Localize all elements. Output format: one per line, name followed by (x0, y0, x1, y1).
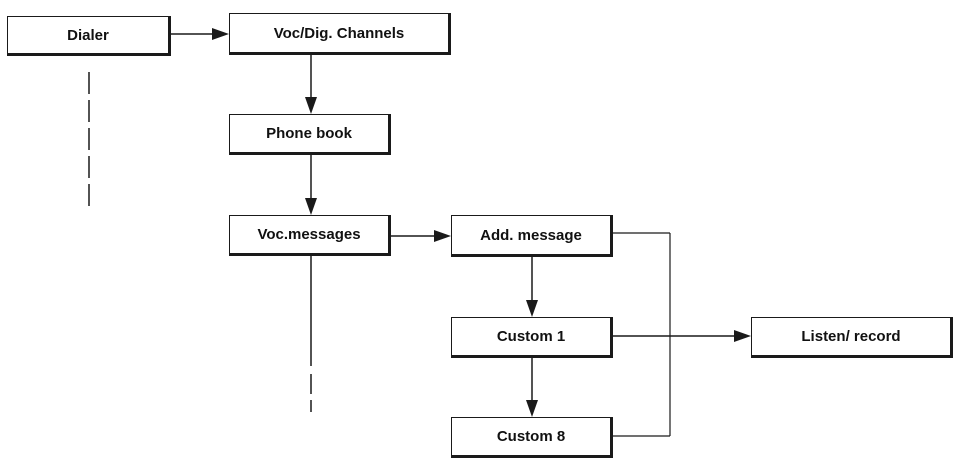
custom-8-label: Custom 8 (496, 428, 566, 445)
arrowhead-custom1 (526, 300, 538, 317)
dialer-box: Dialer (7, 16, 171, 56)
phone-book-box: Phone book (229, 114, 391, 155)
voc-messages-box: Voc.messages (229, 215, 391, 256)
add-message-label: Add. message (480, 226, 582, 244)
voc-dig-channels-box: Voc/Dig. Channels (229, 13, 451, 55)
arrowhead-custom8 (526, 400, 538, 417)
arrowhead-phonebook (305, 97, 317, 114)
arrowhead-listen (734, 330, 751, 342)
phone-book-label: Phone book (266, 125, 352, 142)
dialer-label: Dialer (67, 26, 109, 44)
custom-1-box: Custom 1 (451, 317, 613, 358)
arrowhead-channels (212, 28, 229, 40)
custom-1-label: Custom 1 (496, 328, 566, 345)
voc-messages-label: Voc.messages (257, 226, 361, 243)
custom-8-box: Custom 8 (451, 417, 613, 458)
listen-record-box: Listen/ record (751, 317, 953, 358)
arrowhead-vocmessages (305, 198, 317, 215)
voc-dig-channels-label: Voc/Dig. Channels (273, 24, 405, 42)
arrowhead-addmessage (434, 230, 451, 242)
listen-record-label: Listen/ record (801, 328, 901, 345)
add-message-box: Add. message (451, 215, 613, 257)
